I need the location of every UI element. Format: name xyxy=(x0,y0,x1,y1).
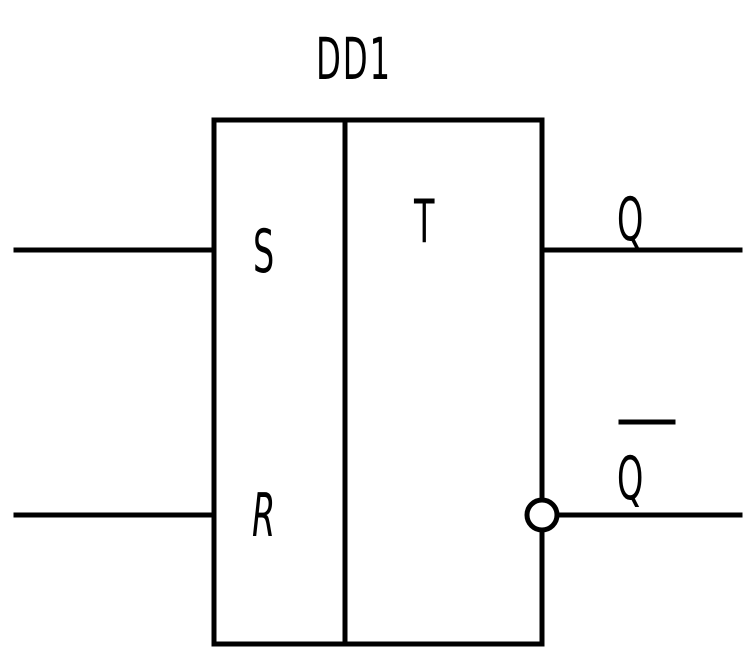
inversion-bubble xyxy=(524,497,560,533)
output-label-q-bar: Q xyxy=(617,444,644,514)
component-id-label: DD1 xyxy=(316,25,392,93)
output-label-q: Q xyxy=(617,185,644,255)
input-label-r: R xyxy=(252,481,276,551)
block-outline xyxy=(211,117,545,647)
function-label-t: T xyxy=(414,187,435,257)
input-label-s: S xyxy=(253,217,275,287)
